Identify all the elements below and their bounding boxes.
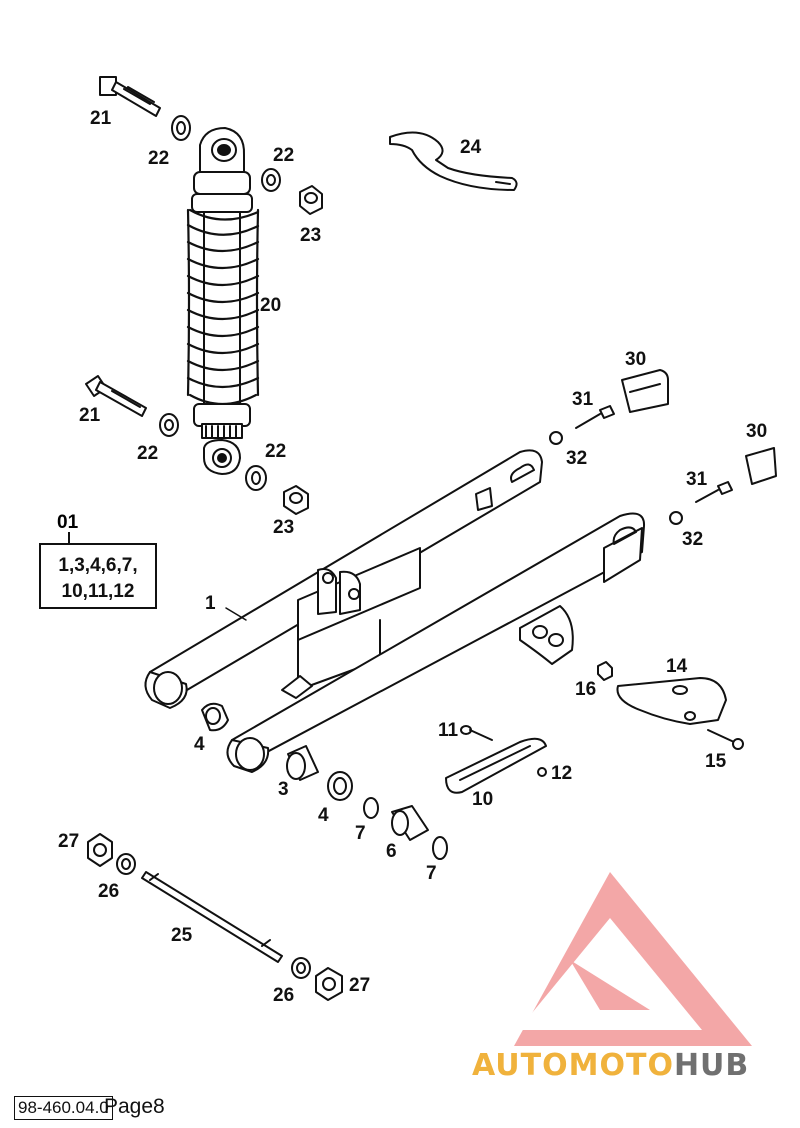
chain-guide-10 (445, 737, 547, 794)
page-number: Page8 (104, 1095, 165, 1118)
nut-23-top (299, 185, 323, 215)
callout-1: 1 (205, 593, 216, 614)
callout-3: 3 (278, 779, 289, 800)
callout-30b: 30 (746, 421, 768, 442)
bolt-21-top (99, 76, 161, 117)
chain-slider-14 (616, 677, 727, 725)
washer-26-bottom (291, 957, 311, 979)
kit-contents-box: 1,3,4,6,7, 10,11,12 (39, 543, 157, 609)
kit-line-1: 1,3,4,6,7, (58, 555, 138, 576)
bearing-4-a (201, 702, 229, 732)
callout-31a: 31 (572, 389, 594, 410)
callout-27b: 27 (349, 975, 371, 996)
nut-23-lower (283, 485, 309, 515)
washer-22-c (159, 413, 179, 437)
callout-4b: 4 (318, 805, 329, 826)
bearing-4-b (327, 771, 353, 801)
callout-16: 16 (575, 679, 597, 700)
callout-21b: 21 (79, 405, 101, 426)
kit-leader-line (68, 532, 70, 544)
callout-30a: 30 (625, 349, 647, 370)
callout-6: 6 (386, 841, 397, 862)
watermark-logo (514, 872, 752, 1046)
callout-32a: 32 (566, 448, 588, 469)
callout-22a: 22 (148, 148, 170, 169)
bushing-3 (286, 745, 319, 781)
chain-adjuster-30-b (745, 447, 777, 485)
chain-adjuster-30-a (621, 369, 669, 413)
callout-10: 10 (472, 789, 494, 810)
callout-22d: 22 (265, 441, 287, 462)
swingarm-1 (144, 449, 646, 773)
sleeve-6 (391, 805, 429, 841)
callout-20: 20 (260, 295, 282, 316)
screw-15 (707, 729, 744, 750)
callout-25: 25 (171, 925, 193, 946)
washer-22-a (171, 115, 191, 141)
bolt-31-a (575, 405, 615, 429)
callout-22c: 22 (137, 443, 159, 464)
callout-22b: 22 (273, 145, 295, 166)
callout-24: 24 (460, 137, 482, 158)
nut-27-top (87, 833, 113, 867)
callout-26a: 26 (98, 881, 120, 902)
watermark-auto: AUTO (472, 1048, 569, 1083)
screw-11 (460, 725, 493, 741)
nut-16 (597, 661, 613, 681)
o-ring-7-a (363, 797, 379, 819)
callout-21a: 21 (90, 108, 112, 129)
callout-11: 11 (438, 720, 459, 741)
callout-14: 14 (666, 656, 688, 677)
bolt-21-lower (85, 375, 147, 417)
callout-7b: 7 (426, 863, 437, 884)
bolt-31-b (695, 481, 733, 503)
callout-7a: 7 (355, 823, 366, 844)
shock-absorber-20 (186, 127, 260, 475)
callout-23a: 23 (300, 225, 322, 246)
callout-15: 15 (705, 751, 727, 772)
callout-27a: 27 (58, 831, 80, 852)
washer-26-top (116, 853, 136, 875)
spanner-24 (389, 131, 518, 191)
washer-22-b (261, 168, 281, 192)
nut-27-bottom (315, 967, 343, 1001)
callout-4a: 4 (194, 734, 205, 755)
nut-32-b (669, 511, 683, 525)
o-ring-7-b (432, 836, 448, 860)
callout-32b: 32 (682, 529, 704, 550)
axle-25 (141, 871, 283, 963)
callout-23b: 23 (273, 517, 295, 538)
drawing-code: 98-460.04.0 (14, 1096, 113, 1120)
watermark-brand: AUTOMOTOHUB (472, 1048, 749, 1083)
callout-31b: 31 (686, 469, 708, 490)
nut-32-a (549, 431, 563, 445)
callout-26b: 26 (273, 985, 295, 1006)
watermark-moto: MOTO (568, 1048, 674, 1083)
kit-line-2: 10,11,12 (61, 581, 135, 602)
nut-12 (537, 767, 547, 777)
watermark-hub: HUB (673, 1048, 750, 1083)
kit-title: 01 (57, 512, 79, 533)
washer-22-d (245, 465, 267, 491)
callout-12: 12 (551, 763, 573, 784)
